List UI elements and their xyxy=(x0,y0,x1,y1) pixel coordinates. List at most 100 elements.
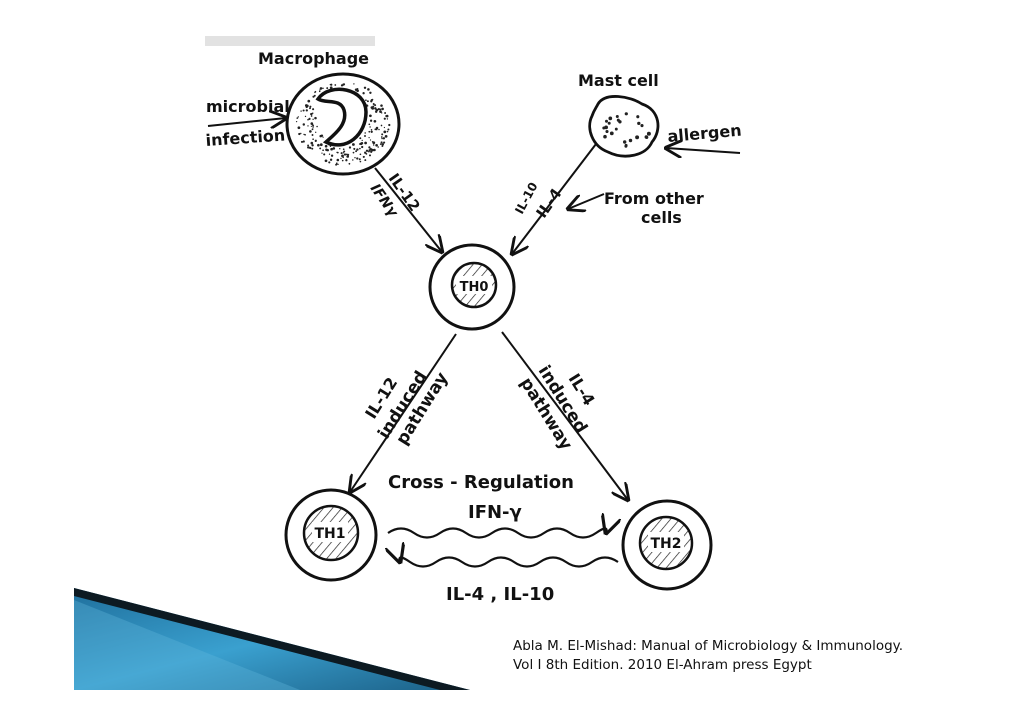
granule-dot xyxy=(307,125,309,127)
granule-dot xyxy=(636,115,640,119)
granule-dot xyxy=(359,137,362,140)
granule-dot xyxy=(302,109,305,112)
granule-dot xyxy=(388,123,391,127)
granule-dot xyxy=(342,156,344,159)
granule-dot xyxy=(322,149,324,152)
granule-dot xyxy=(352,159,354,161)
granule-dot xyxy=(309,130,312,133)
granule-dot xyxy=(387,128,390,131)
granule-dot xyxy=(322,87,324,89)
other-cells-label-line2: cells xyxy=(641,208,682,227)
granule-dot xyxy=(368,154,372,157)
granule-dot xyxy=(368,130,371,133)
macrophage-granules xyxy=(295,83,391,166)
granule-dot xyxy=(300,140,304,143)
granule-dot xyxy=(364,159,367,162)
granule-dot xyxy=(336,151,339,154)
microbial-arrow xyxy=(207,118,286,126)
granule-dot xyxy=(370,106,374,109)
granule-dot xyxy=(370,99,373,102)
granule-dot xyxy=(310,112,313,116)
macrophage-nucleus xyxy=(315,87,368,147)
granule-dot xyxy=(337,163,339,165)
granule-dot xyxy=(356,148,359,151)
granule-dot xyxy=(300,132,302,135)
granule-dot xyxy=(353,147,356,150)
granule-dot xyxy=(604,119,609,123)
granule-dot xyxy=(314,139,317,142)
granule-dot xyxy=(361,145,364,149)
granule-dot xyxy=(311,134,314,136)
granule-dot xyxy=(309,146,312,150)
granule-dot xyxy=(310,125,312,127)
granule-dot xyxy=(329,84,331,86)
granule-dot xyxy=(383,126,386,129)
granule-dot xyxy=(355,150,358,153)
granule-dot xyxy=(372,103,375,105)
granule-dot xyxy=(310,141,314,145)
granule-dot xyxy=(615,115,619,118)
granule-dot xyxy=(359,160,362,163)
granule-dot xyxy=(342,152,345,154)
granule-dot xyxy=(315,131,317,133)
granule-dot xyxy=(307,146,310,149)
granule-dot xyxy=(298,132,301,136)
th0-label: TH0 xyxy=(460,280,489,295)
granule-dot xyxy=(380,124,383,127)
granule-dot xyxy=(319,134,322,138)
granule-dot xyxy=(340,152,343,155)
corner-decoration xyxy=(74,588,470,690)
granule-dot xyxy=(354,157,356,159)
microbial-label-line1: microbial xyxy=(206,97,290,116)
granule-dot xyxy=(317,143,320,147)
granule-dot xyxy=(312,127,314,129)
granule-dot xyxy=(324,159,328,163)
th1-to-th2-wavy-arrow xyxy=(387,529,607,539)
granule-dot xyxy=(379,108,382,111)
granule-dot xyxy=(377,146,379,148)
granule-dot xyxy=(352,151,355,154)
granule-dot xyxy=(307,99,311,103)
granule-dot xyxy=(310,115,313,117)
allergen-label: allergen xyxy=(667,121,743,146)
granule-dot xyxy=(370,150,373,153)
granule-dot xyxy=(363,86,367,90)
granule-dot xyxy=(334,84,337,86)
granule-dot xyxy=(380,136,383,138)
granule-dot xyxy=(325,148,328,152)
granule-dot xyxy=(341,159,344,162)
scan-smudge xyxy=(205,36,375,46)
granule-dot xyxy=(318,90,321,93)
granule-dot xyxy=(316,125,318,128)
granule-dot xyxy=(380,141,383,144)
granule-dot xyxy=(382,137,386,140)
granule-dot xyxy=(637,121,641,126)
granule-dot xyxy=(300,110,302,112)
granule-dot xyxy=(369,126,371,128)
granule-dot xyxy=(384,112,387,114)
granule-dot xyxy=(364,135,366,137)
granule-dot xyxy=(336,158,340,162)
th2-to-th1-wavy-arrow xyxy=(399,558,619,568)
granule-dot xyxy=(347,153,350,156)
granule-dot xyxy=(330,147,333,151)
th1-label: TH1 xyxy=(314,526,345,542)
granule-dot xyxy=(367,88,370,91)
granule-dot xyxy=(328,153,331,155)
granule-dot xyxy=(358,143,361,145)
granule-dot xyxy=(360,142,364,145)
granule-dot xyxy=(330,83,333,86)
granule-dot xyxy=(311,147,314,150)
granule-dot xyxy=(383,130,387,134)
granule-dot xyxy=(381,107,384,111)
granule-dot xyxy=(356,89,359,93)
th2-label: TH2 xyxy=(650,536,681,552)
granule-dot xyxy=(379,143,382,145)
granule-dot xyxy=(384,135,388,138)
citation: Abla M. El-Mishad: Manual of Microbiolog… xyxy=(513,637,903,675)
granule-dot xyxy=(343,153,347,156)
granule-dot xyxy=(378,128,380,131)
granule-dot xyxy=(607,121,611,125)
granule-dot xyxy=(336,162,338,164)
